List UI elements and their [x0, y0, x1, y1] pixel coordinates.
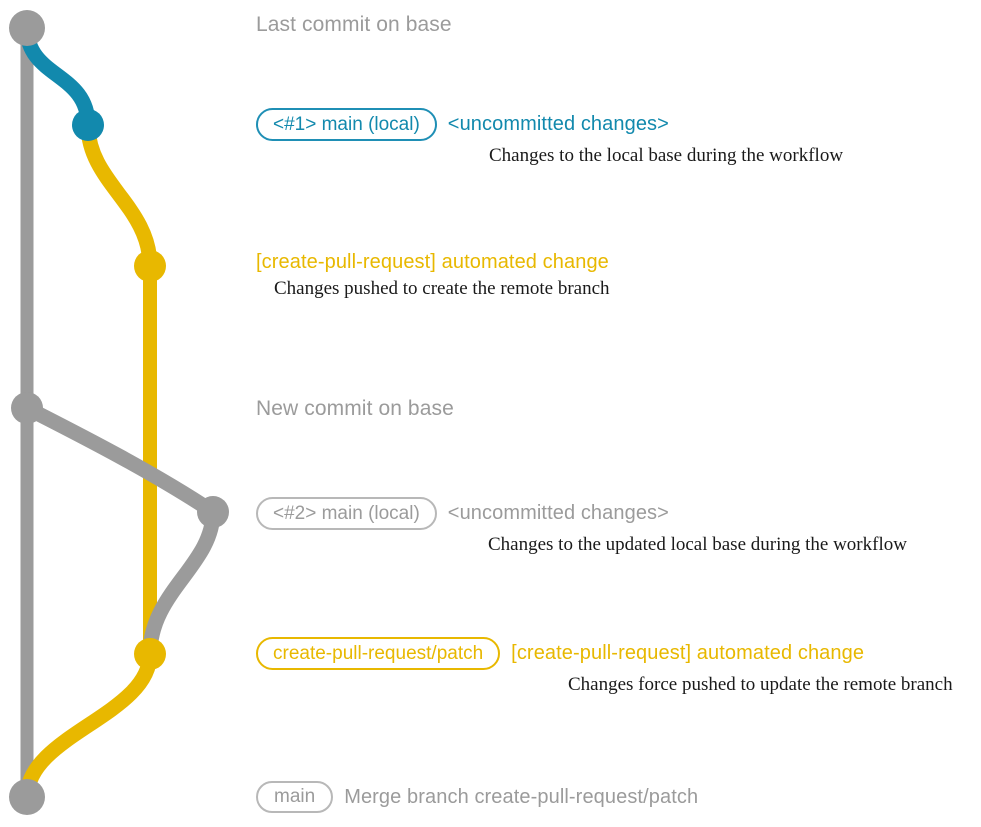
commit-node-base-new[interactable]	[11, 392, 43, 424]
commit-subtext-1: Changes to the local base during the wor…	[489, 145, 844, 166]
commit-message-3: <uncommitted changes>	[447, 502, 669, 524]
commit-node-base-top[interactable]	[9, 10, 45, 46]
commit-message-5: Merge branch create-pull-request/patch	[344, 785, 699, 808]
commit-subtext-3: Changes to the updated local base during…	[488, 534, 907, 555]
caption-last-commit-on-base: Last commit on base	[256, 13, 452, 36]
commit-node-local-2[interactable]	[197, 496, 229, 528]
commit-node-base-bottom[interactable]	[9, 779, 45, 815]
commit-node-local-1[interactable]	[72, 109, 104, 141]
edge-base-to-local2	[19, 400, 221, 520]
badge-main-local-1[interactable]: <#1> main (local)	[256, 108, 437, 141]
commit-node-remote-2[interactable]	[134, 638, 166, 670]
edge-local2-to-remote2	[142, 504, 221, 662]
row-commit-5: main Merge branch create-pull-request/pa…	[256, 781, 698, 813]
commit-subtext-4: Changes force pushed to update the remot…	[568, 674, 953, 695]
row-commit-4: create-pull-request/patch [create-pull-r…	[256, 637, 953, 696]
row-commit-2: [create-pull-request] automated change C…	[256, 251, 610, 300]
row-last-commit-on-base: Last commit on base	[256, 13, 452, 37]
row-commit-3: <#2> main (local) <uncommitted changes> …	[256, 497, 907, 556]
badge-main-local-2[interactable]: <#2> main (local)	[256, 497, 437, 530]
caption-new-commit-on-base: New commit on base	[256, 397, 454, 420]
row-new-commit-on-base: New commit on base	[256, 397, 454, 421]
commit-subtext-2: Changes pushed to create the remote bran…	[274, 278, 610, 299]
row-commit-1: <#1> main (local) <uncommitted changes> …	[256, 108, 843, 167]
commit-message-4: [create-pull-request] automated change	[511, 642, 865, 664]
badge-create-pull-request-patch[interactable]: create-pull-request/patch	[256, 637, 501, 670]
badge-main[interactable]: main	[256, 781, 334, 813]
commit-message-2: [create-pull-request] automated change	[256, 251, 609, 273]
edge-remote2-to-base-merge	[19, 646, 158, 805]
commit-message-1: <uncommitted changes>	[447, 113, 669, 135]
commit-node-remote-1[interactable]	[134, 250, 166, 282]
edge-local1-to-remote1	[80, 117, 158, 274]
